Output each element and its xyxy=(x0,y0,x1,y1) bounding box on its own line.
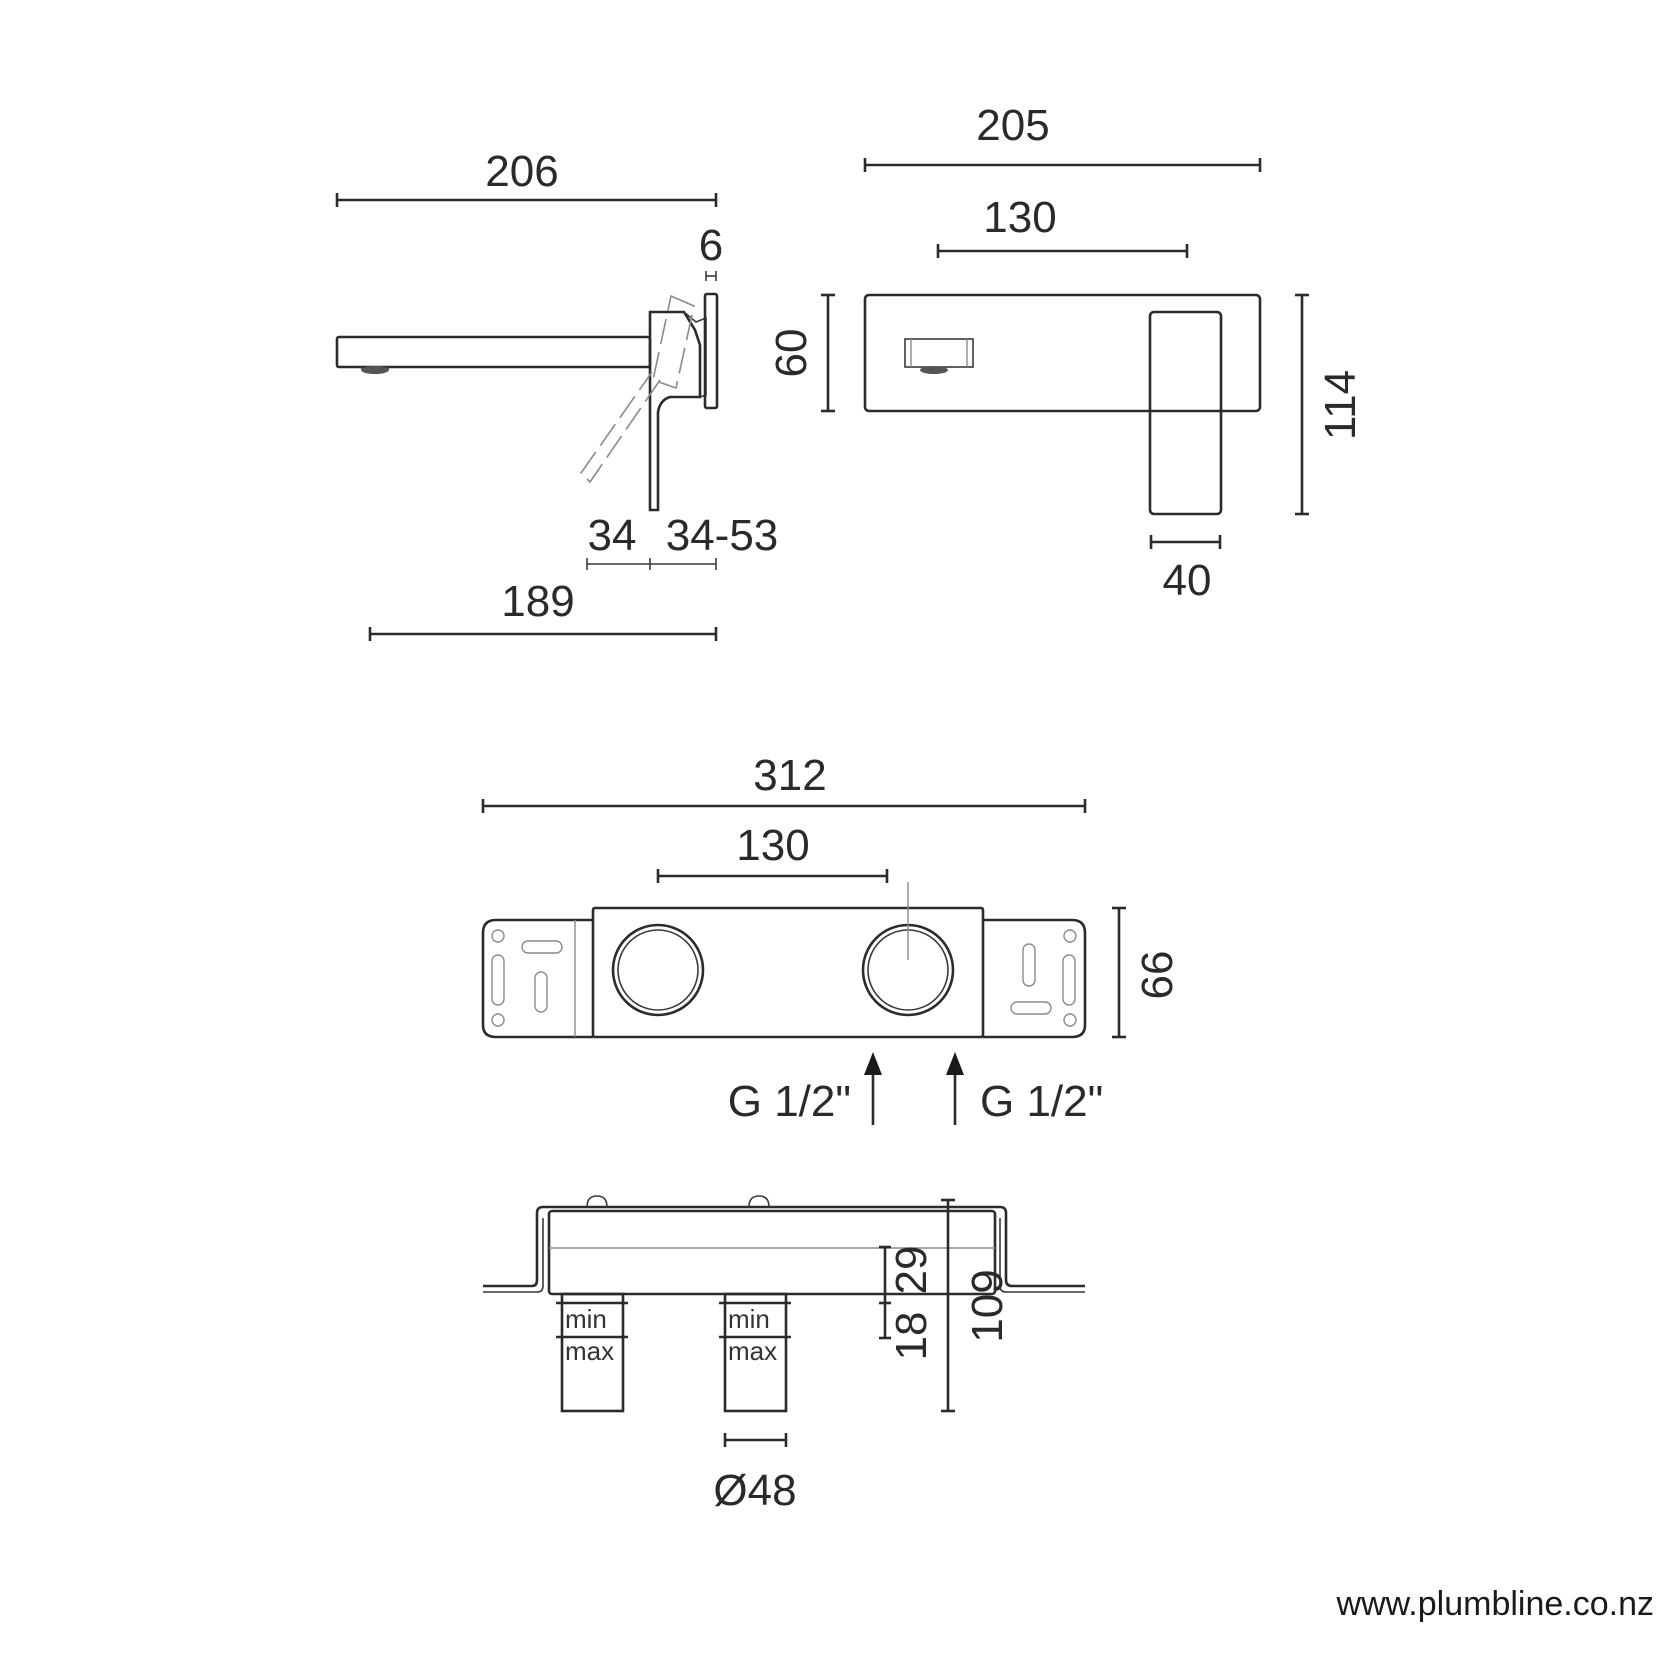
dim-34-53: 34-53 xyxy=(666,511,779,560)
dim-66: 66 xyxy=(1133,951,1182,1000)
dim-29: 29 xyxy=(887,1246,936,1295)
dim-60: 60 xyxy=(767,329,816,378)
dim-114: 114 xyxy=(1316,370,1365,440)
dim-40: 40 xyxy=(1163,556,1212,605)
dim-130-front: 130 xyxy=(983,193,1056,242)
front-view: 205 130 60 114 40 xyxy=(767,101,1365,605)
inlet-arrow-left xyxy=(864,1052,882,1125)
side-view: 206 6 34 34-53 189 xyxy=(335,147,779,641)
dim-130-rough: 130 xyxy=(736,821,809,870)
dim-189: 189 xyxy=(501,577,574,626)
dim-109: 109 xyxy=(963,1269,1012,1342)
min-label-right: min xyxy=(728,1304,770,1334)
dim-diameter-48: Ø48 xyxy=(713,1466,796,1515)
max-label-left: max xyxy=(565,1336,614,1366)
min-label-left: min xyxy=(565,1304,607,1334)
dim-206: 206 xyxy=(485,147,558,196)
max-label-right: max xyxy=(728,1336,777,1366)
website-url: www.plumbline.co.nz xyxy=(1336,1585,1654,1623)
dim-205: 205 xyxy=(976,101,1049,150)
dim-18: 18 xyxy=(887,1312,936,1361)
dim-6: 6 xyxy=(699,221,723,270)
dim-312: 312 xyxy=(753,751,826,800)
inlet-label-left: G 1/2" xyxy=(728,1077,851,1126)
dim-34: 34 xyxy=(588,511,637,560)
inlet-arrow-right xyxy=(946,1052,964,1125)
inlet-label-right: G 1/2" xyxy=(980,1077,1103,1126)
rough-in-side-view: min max min max Ø48 29 18 109 xyxy=(483,1195,1085,1515)
rough-in-top-view: 312 130 66 xyxy=(481,751,1182,1126)
